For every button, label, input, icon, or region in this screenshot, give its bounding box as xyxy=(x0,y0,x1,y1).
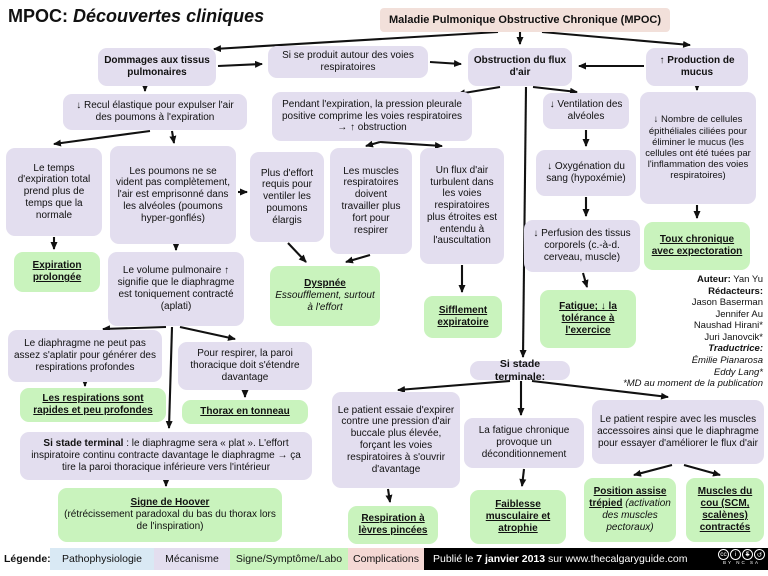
traductrice-name: Eddy Lang* xyxy=(713,366,763,378)
node-diaphragme-aplatir: Le diaphragme ne peut pas assez s'aplati… xyxy=(8,330,162,382)
node-perfusion: ↓ Perfusion des tissus corporels (c.-à-d… xyxy=(524,220,640,272)
node-mpoc-header: Maladie Pulmonique Obstructive Chronique… xyxy=(380,8,670,32)
node-toux-chronique: Toux chronique avec expectoration xyxy=(644,222,750,270)
node-oxygenation: ↓ Oxygénation du sang (hypoxémie) xyxy=(536,150,636,196)
title-prefix: MPOC: xyxy=(8,6,68,26)
node-stade-terminale-label: Si stade terminale: xyxy=(470,358,570,383)
published-url: sur www.thecalgaryguide.com xyxy=(545,553,688,565)
cc-by-person-icon: i xyxy=(730,549,741,560)
node-fatigue-tolerance: Fatigue; ↓ la tolérance à l'exercice xyxy=(540,290,636,348)
redacteur-name: Naushad Hirani* xyxy=(693,320,763,332)
node-respirations-rapides: Les respirations sont rapides et peu pro… xyxy=(20,388,166,422)
traductrice-label: Traductrice: xyxy=(708,343,763,355)
legend-bar: Légende: Pathophysiologie Mécanisme Sign… xyxy=(0,548,768,570)
node-faiblesse-musculaire: Faiblesse musculaire et atrophie xyxy=(470,490,566,544)
legend-label: Légende: xyxy=(0,548,51,570)
node-fatigue-chronique: La fatigue chronique provoque un décondi… xyxy=(464,418,584,468)
cc-icon: cc xyxy=(718,549,729,560)
title-subtitle: Découvertes cliniques xyxy=(73,6,265,26)
stade-terminal-rest: : le diaphragme sera « plat ». L'effort … xyxy=(31,438,301,473)
node-signe-hoover: Signe de Hoover(rétrécissement paradoxal… xyxy=(58,488,282,542)
legend-item-mecanisme: Mécanisme xyxy=(154,548,230,570)
node-muscles-cou: Muscles du cou (SCM, scalènes) contracté… xyxy=(686,478,764,542)
node-patient-essaie: Le patient essaie d'expirer contre une p… xyxy=(332,392,460,488)
traductrice-name: Émilie Pianarosa xyxy=(691,355,763,367)
dyspnee-title: Dyspnée xyxy=(304,278,346,290)
auteur-name: Yan Yu xyxy=(730,274,763,285)
node-patient-respire: Le patient respire avec les muscles acce… xyxy=(592,400,764,464)
credit-line: Auteur: Yan Yu xyxy=(603,274,763,286)
node-dommages: Dommages aux tissus pulmonaires xyxy=(98,48,216,86)
dyspnee-subtitle: Essoufflement, surtout à l'effort xyxy=(275,290,375,313)
cc-sa-arrow-icon: ↺ xyxy=(754,549,765,560)
cc-badge-caption: BY NC SA xyxy=(723,560,760,565)
redacteur-name: Juri Janovcik* xyxy=(704,331,763,343)
redacteur-name: Jason Baserman xyxy=(691,297,763,309)
position-trepied-title: Position assise trépied xyxy=(589,486,667,510)
node-poumons-vident: Les poumons ne se vident pas complètemen… xyxy=(110,146,236,244)
published-date: 7 janvier 2013 xyxy=(476,553,546,565)
node-recul-elastique: ↓ Recul élastique pour expulser l'air de… xyxy=(63,94,247,130)
cc-nc-dollar-icon: $ xyxy=(742,549,753,560)
node-respiration-levres: Respiration à lèvres pincées xyxy=(348,506,438,544)
cc-icons: cc i $ ↺ xyxy=(718,549,765,560)
auteur-label: Auteur: xyxy=(696,274,731,285)
node-pour-respirer: Pour respirer, la paroi thoracique doit … xyxy=(178,342,312,390)
node-production-mucus: ↑ Production de mucus xyxy=(646,48,748,86)
stade-terminal-lead: Si stade terminal xyxy=(43,438,124,450)
node-stade-terminal: Si stade terminal : le diaphragme sera «… xyxy=(20,432,312,480)
node-sifflement: Sifflement expiratoire xyxy=(424,296,502,338)
redacteur-name: Jennifer Au xyxy=(715,308,763,320)
node-si-se-produit: Si se produit autour des voies respirato… xyxy=(268,46,428,78)
node-temps-expiration: Le temps d'expiration total prend plus d… xyxy=(6,148,102,236)
hoover-subtitle: (rétrécissement paradoxal du bas du thor… xyxy=(64,509,276,532)
cc-license-badge: cc i $ ↺ BY NC SA xyxy=(718,549,765,565)
node-volume-pulmonaire: Le volume pulmonaire ↑ signifie que le d… xyxy=(108,252,244,326)
position-trepied-subtitle: (activation des muscles pectoraux) xyxy=(602,498,671,533)
node-thorax-tonneau: Thorax en tonneau xyxy=(182,400,308,424)
legend-item-pathophysiologie: Pathophysiologie xyxy=(50,548,154,570)
legend-item-signe-symptome-labo: Signe/Symptôme/Labo xyxy=(230,548,348,570)
published-text: Publié le 7 janvier 2013 sur www.thecalg… xyxy=(433,553,688,565)
credits-block: Auteur: Yan Yu Rédacteurs: Jason Baserma… xyxy=(603,274,763,390)
node-flux-turbulent: Un flux d'air turbulent dans les voies r… xyxy=(420,148,504,264)
node-cellules-ciliees: ↓ Nombre de cellules épithéliales ciliée… xyxy=(640,92,756,204)
published-prefix: Publié le xyxy=(433,553,477,565)
node-pendant-expiration: Pendant l'expiration, la pression pleura… xyxy=(272,92,472,141)
node-obstruction: Obstruction du flux d'air xyxy=(468,48,572,86)
md-note: *MD au moment de la publication xyxy=(623,378,763,390)
node-ventilation-alveoles: ↓ Ventilation des alvéoles xyxy=(543,93,629,129)
hoover-title: Signe de Hoover xyxy=(130,497,210,509)
node-position-trepied: Position assise trépied (activation des … xyxy=(584,478,676,542)
page-title: MPOC: Découvertes cliniques xyxy=(8,6,264,27)
redacteurs-label: Rédacteurs: xyxy=(708,285,763,297)
node-expiration-prolongee: Expiration prolongée xyxy=(14,252,100,292)
node-plus-effort: Plus d'effort requis pour ventiler les p… xyxy=(250,152,324,242)
legend-item-complications: Complications xyxy=(348,548,424,570)
published-bar: Publié le 7 janvier 2013 sur www.thecalg… xyxy=(424,548,768,570)
node-muscles-respiratoires: Les muscles respiratoires doivent travai… xyxy=(330,148,412,254)
